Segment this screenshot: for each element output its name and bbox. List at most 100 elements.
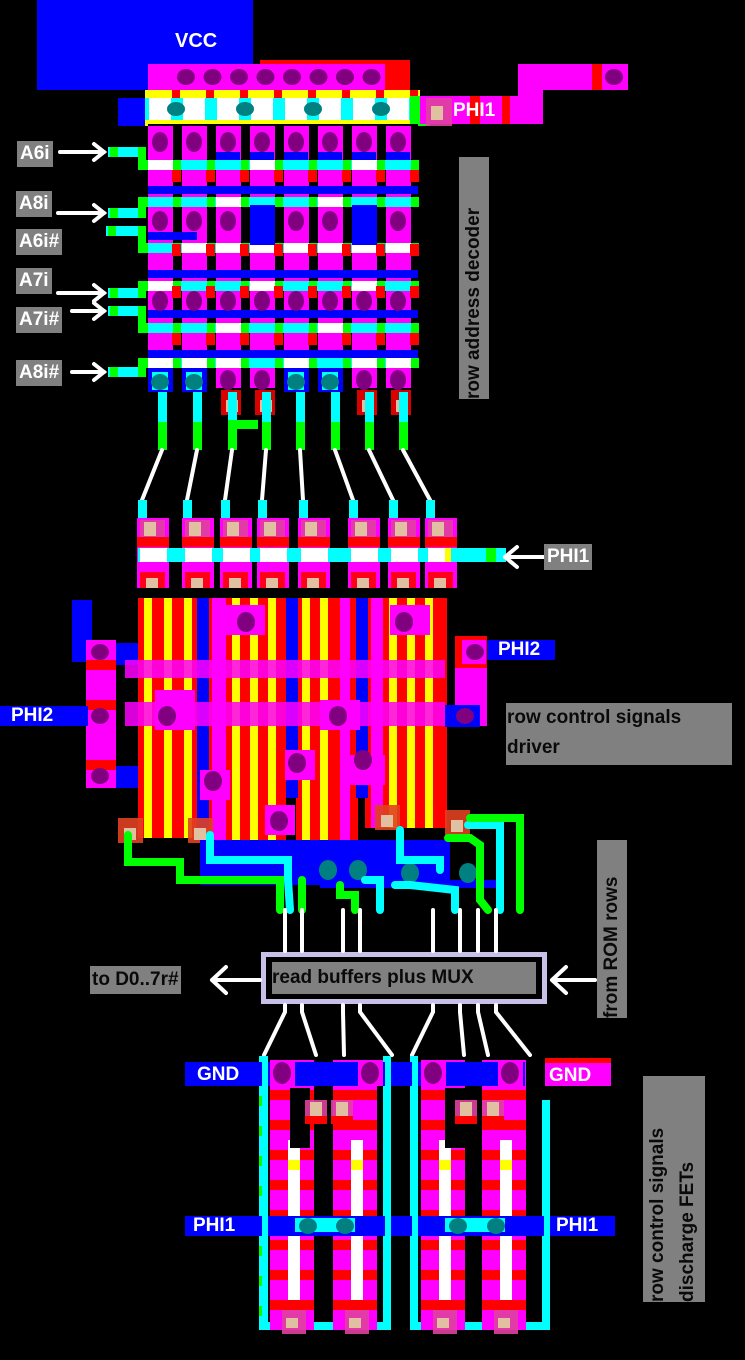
poly-gap [376,170,385,182]
decoder-crossing [182,243,207,253]
decoder-crossing [352,281,377,291]
phi1-mid-overlap [391,548,418,562]
decoder-crossing-gap [173,358,181,368]
driver-input-wire [221,500,230,520]
address-input-wire-segment [110,306,118,316]
phi2-left-label: PHI2 [11,705,54,726]
driver-input-poly [425,537,457,547]
phi2-contact [91,708,109,724]
decoder-crossing [318,197,343,207]
arrow-to-d0-7r [210,965,262,995]
poly-gap [172,170,181,182]
decoder-crossing [318,160,343,170]
decoder-crossing-gap [377,323,385,333]
row-control-driver [0,598,555,848]
decoder-contact [254,291,270,311]
decoder-contact [254,132,270,152]
decoder-crossing [216,243,241,253]
decoder-output-wire [193,392,202,422]
decoder-crossing [250,358,275,368]
poly-gap [342,333,351,345]
poly-gap [172,333,181,345]
driver-input-poly [298,537,330,547]
decoder-metal [318,152,342,160]
decoder-output-via [151,374,169,390]
discharge-poly [331,1116,353,1124]
decoder-contact [220,132,236,152]
driver-buried-core [146,578,158,588]
decoder-crossing [216,197,241,207]
decoder-to-driver-connectors [138,392,435,520]
decoder-output-via [185,374,203,390]
poly-gap [274,170,283,182]
poly-gap [274,244,283,256]
discharge-poly [305,1116,327,1124]
decoder-crossing-gap [411,323,419,333]
driver-contact [395,612,413,632]
address-input-wire [106,226,138,236]
phi1-mid-extension [446,548,506,562]
discharge-poly [482,1116,504,1124]
decoder-crossing-gap [309,197,317,207]
decoder-crossing [284,281,309,291]
mux-output-line [410,1003,435,1057]
mux-signal-lines [262,908,532,1057]
phi1-via [372,102,390,116]
phi2-left-poly [86,660,116,670]
decoder-crossing [318,243,343,253]
discharge-fet-channel-overlap [288,1160,300,1170]
decoder-crossing-gap [275,160,283,170]
address-input-label-a7i: A7i [16,268,52,294]
phi2-contact [91,768,109,784]
decoder-crossing-gap [241,160,249,170]
discharge-frame [262,1056,268,1330]
discharge-frame [544,1100,550,1330]
poly-diff-overlap [217,98,239,120]
vcc-contact [203,69,222,85]
driver-input-contact-core [432,522,444,536]
driver-route [391,881,459,914]
decoder-driver-connector [140,448,164,502]
decoder-output-wire-segment [158,422,167,450]
decoder-metal [352,152,376,160]
driver-buried-core [229,578,241,588]
decoder-crossing-gap [241,323,249,333]
driver-route [206,831,294,914]
decoder-crossing [284,358,309,368]
driver-metal-column [286,598,298,798]
phi1-bottom-via [299,1218,317,1234]
decoder-metal [250,205,275,245]
driver-output-via [459,863,477,883]
discharge-frame [259,1322,391,1330]
driver-input-poly [388,537,420,547]
decoder-output-wire-segment [331,422,340,450]
vcc-contact [336,69,354,85]
driver-route [464,821,504,914]
poly-gap [206,244,215,256]
decoder-driver-connector [223,448,234,502]
driver-input-contact-core [227,522,239,536]
discharge-buried-core [460,1102,472,1116]
driver-label-line1: row control signals [507,707,682,728]
decoder-contact [152,291,168,311]
decoder-crossing-gap [241,197,249,207]
address-input-riser [138,197,146,218]
decoder-contact [220,211,236,231]
decoder-contact [356,291,372,311]
driver-input-poly [137,537,169,547]
decoder-crossing [386,243,411,253]
driver-input-wire [389,500,398,520]
decoder-crossing-gap [207,323,215,333]
decoder-output-via [321,374,339,390]
arrow-from-rom-rows [550,965,597,995]
decoder-crossing [182,197,207,207]
poly-gap [274,286,283,298]
decoder-contact [390,132,406,152]
driver-buried-core [397,578,409,588]
phi2-contact [456,708,474,724]
address-input-label-a8i-bar: A8i# [16,360,63,386]
driver-input-contact-core [355,522,367,536]
driver-route [361,876,384,914]
address-input-wire-segment [110,147,118,157]
phi2-contact [91,644,109,660]
